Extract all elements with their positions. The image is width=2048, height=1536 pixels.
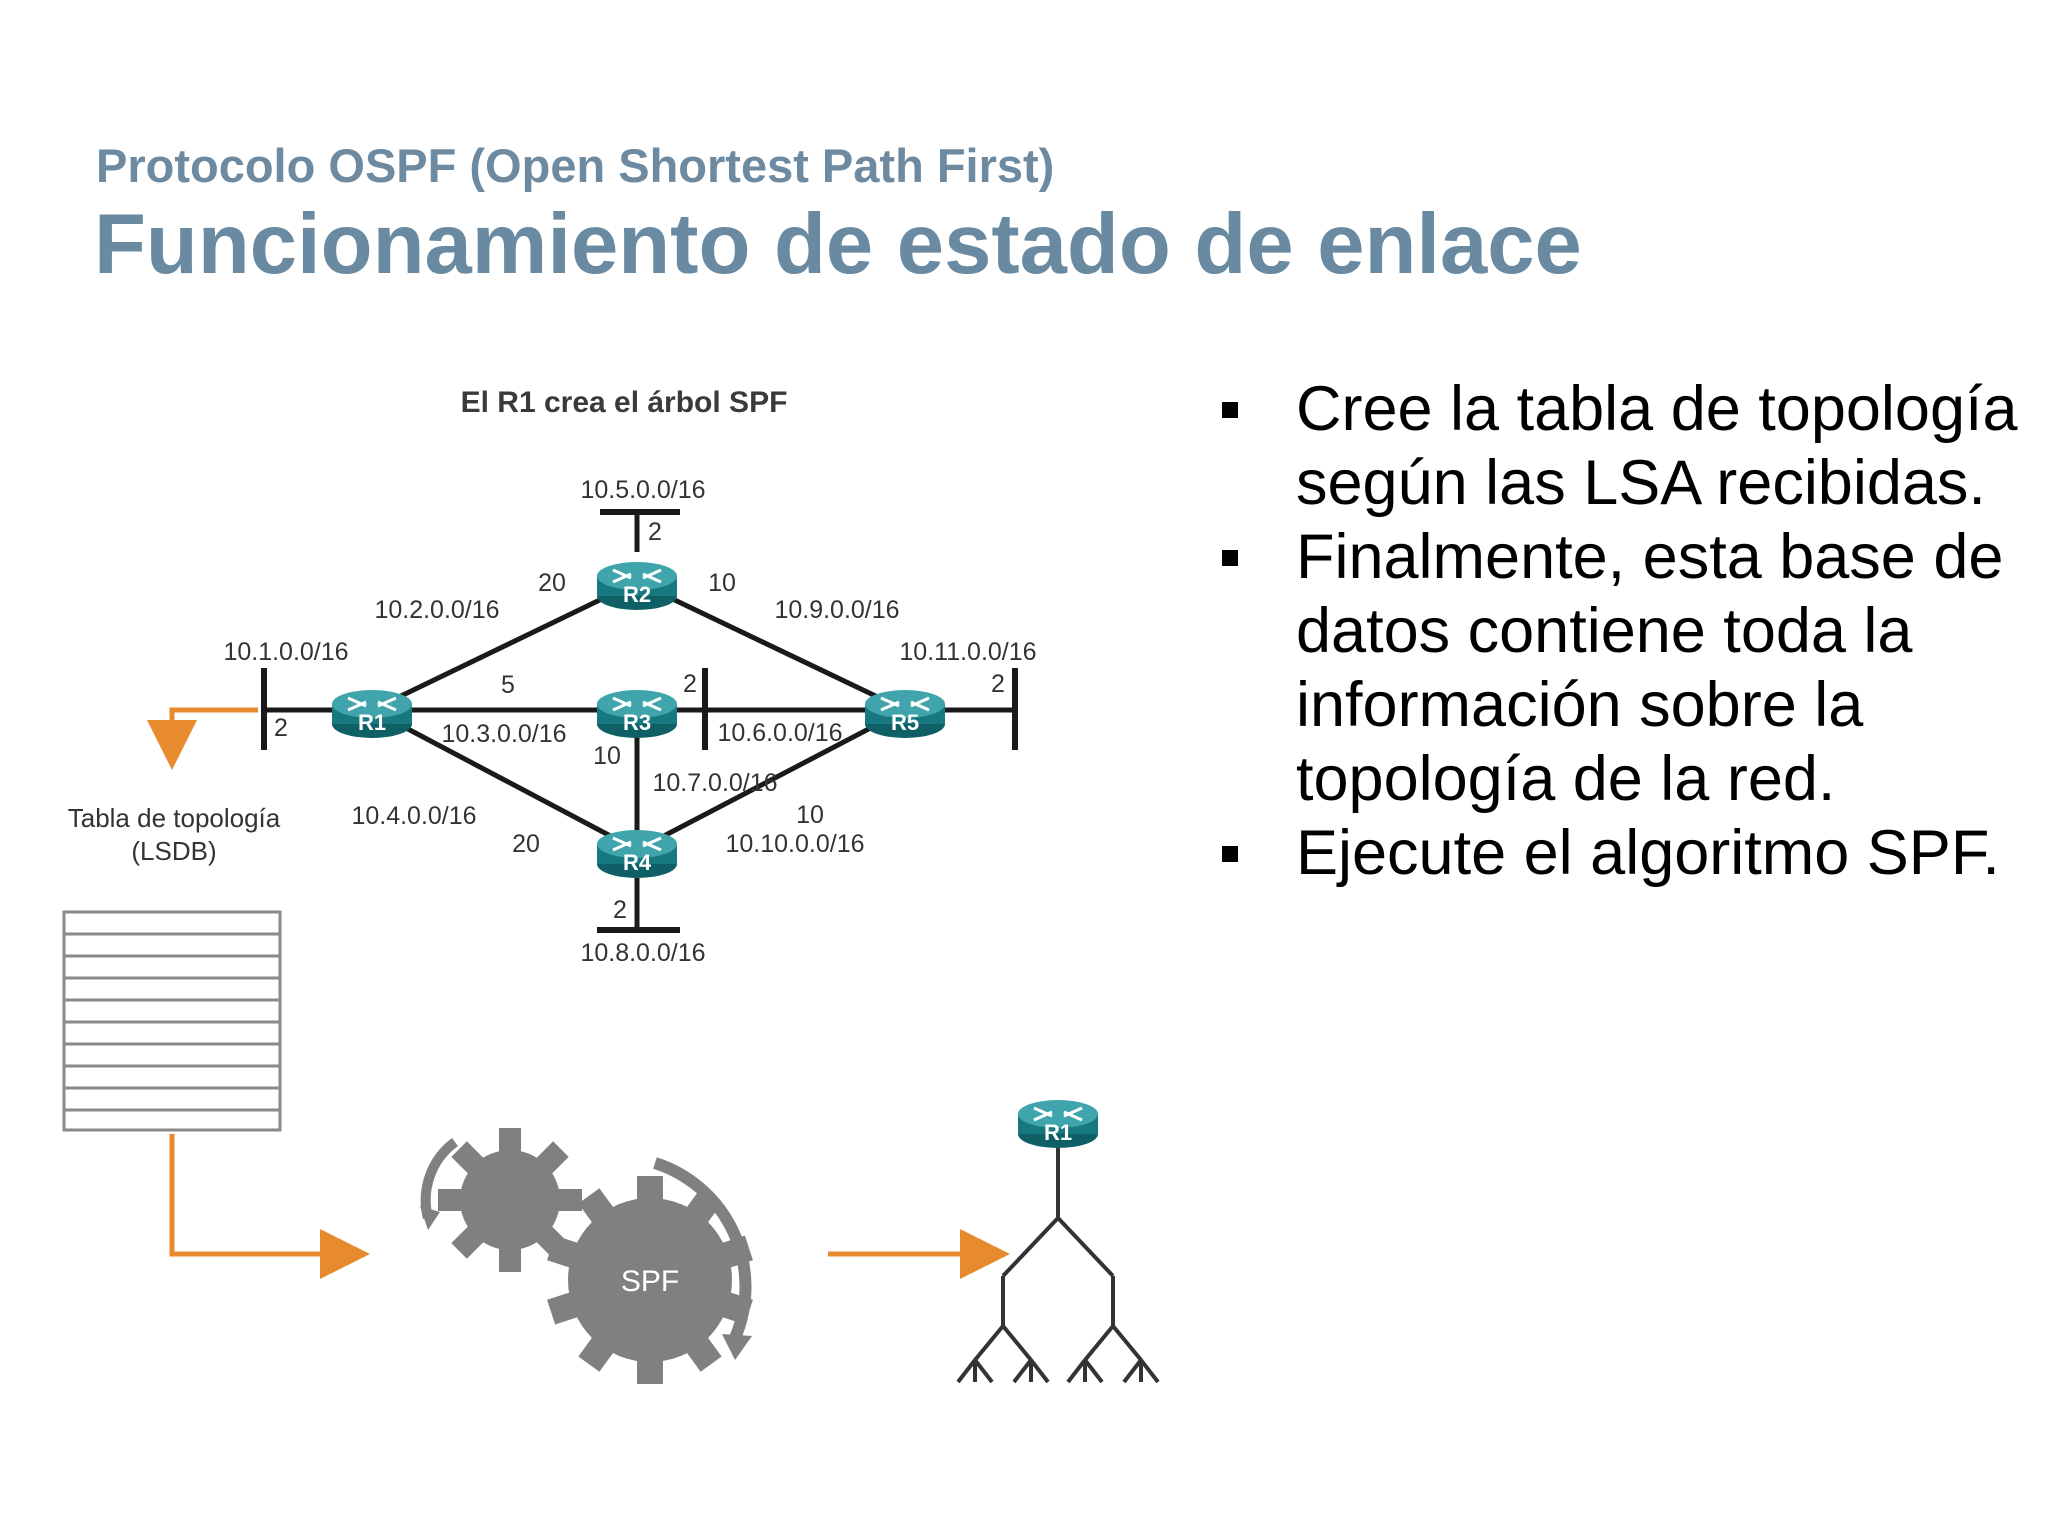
network-label: 10.10.0.0/16 <box>725 830 864 858</box>
lsdb-label-sub: (LSDB) <box>131 836 216 866</box>
svg-text:R3: R3 <box>623 710 651 735</box>
network-label: 10.8.0.0/16 <box>580 939 705 967</box>
link-r1-r2 <box>370 579 639 713</box>
bullet-item: Finalmente, esta base de datos contiene … <box>1222 520 2022 816</box>
svg-text:R2: R2 <box>623 582 651 607</box>
cost-label: 2 <box>991 670 1005 698</box>
network-label: 10.11.0.0/16 <box>899 638 1036 666</box>
network-label: 10.7.0.0/16 <box>652 769 777 797</box>
page-title: Funcionamiento de estado de enlace <box>94 197 1582 292</box>
gear-icon <box>438 1128 582 1272</box>
router-r4: R4 <box>595 828 679 880</box>
bullet-list: Cree la tabla de topología según las LSA… <box>1222 372 2022 890</box>
cost-label: 20 <box>512 830 540 858</box>
cost-label: 2 <box>274 714 288 742</box>
network-label: 10.6.0.0/16 <box>717 719 842 747</box>
link-r4-r5 <box>635 707 907 853</box>
cost-label: 10 <box>708 569 736 597</box>
router-r3: R3 <box>595 688 679 740</box>
svg-text:R5: R5 <box>891 710 919 735</box>
spf-tree-icon: R1 <box>956 1098 1160 1384</box>
svg-text:R1: R1 <box>1044 1120 1072 1145</box>
router-r2: R2 <box>595 560 679 612</box>
network-label: 10.3.0.0/16 <box>441 720 566 748</box>
cost-label: 10 <box>796 801 824 829</box>
router-r5: R5 <box>863 688 947 740</box>
network-label: 10.2.0.0/16 <box>374 596 499 624</box>
network-label: 10.4.0.0/16 <box>351 802 476 830</box>
cost-label: 2 <box>683 670 697 698</box>
cost-label: 10 <box>593 742 621 770</box>
bullet-square-icon <box>1222 846 1238 862</box>
network-label: 10.1.0.0/16 <box>223 638 348 666</box>
svg-text:R1: R1 <box>358 710 386 735</box>
lsdb-label: Tabla de topología <box>68 803 281 833</box>
network-label: 10.9.0.0/16 <box>774 596 899 624</box>
svg-text:R4: R4 <box>623 850 652 875</box>
page-subtitle: Protocolo OSPF (Open Shortest Path First… <box>96 139 1055 192</box>
cost-label: 20 <box>538 569 566 597</box>
cost-label: 2 <box>613 896 627 924</box>
bullet-item: Ejecute el algoritmo SPF. <box>1222 816 2022 890</box>
lsdb-table <box>62 910 282 1132</box>
router-r1: R1 <box>330 688 414 740</box>
cost-label: 2 <box>648 518 662 546</box>
bullet-square-icon <box>1222 402 1238 418</box>
tree-root-router: R1 <box>1016 1098 1100 1150</box>
link-r2-r5 <box>635 579 907 713</box>
bullet-square-icon <box>1222 550 1238 566</box>
bullet-item: Cree la tabla de topología según las LSA… <box>1222 372 2022 520</box>
network-label: 10.5.0.0/16 <box>580 476 705 504</box>
ospf-diagram: El R1 crea el árbol SPF R1 R2 R3 R4 <box>62 386 1160 1384</box>
spf-gear-icon: SPF <box>547 1176 753 1384</box>
diagram-title: El R1 crea el árbol SPF <box>461 386 788 419</box>
cost-label: 5 <box>501 671 515 699</box>
spf-label: SPF <box>621 1265 679 1298</box>
link-r1-r4 <box>370 707 639 853</box>
